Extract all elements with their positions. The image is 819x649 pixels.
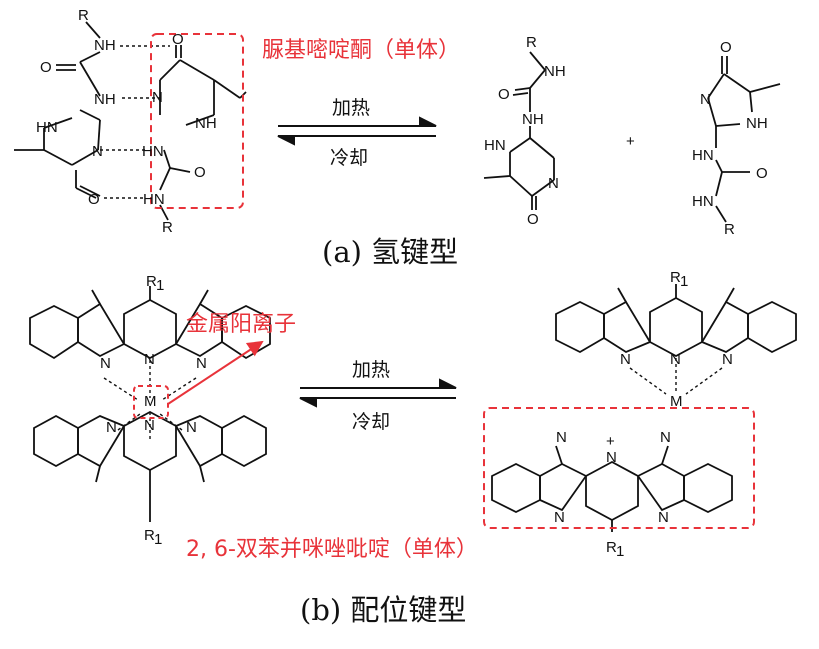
atom-n-rbim-r: N xyxy=(722,351,733,368)
atom-n-mono-l2: N xyxy=(554,509,565,526)
monomer-label-b: 2, 6-双苯并咪唑吡啶（单体） xyxy=(186,537,478,562)
coordination-bonds-right xyxy=(629,358,723,395)
atom-a1-r: R xyxy=(526,34,537,51)
atom-a2-hn2: HN xyxy=(692,193,714,210)
atom-n-mono-pyr: N xyxy=(606,449,617,466)
atom-hn-1: HN xyxy=(36,119,58,136)
atom-n-rbim-l: N xyxy=(620,351,631,368)
atom-n-mono-l: N xyxy=(556,429,567,446)
atom-nh-1: NH xyxy=(94,37,116,54)
arrow-cool-label-a: 冷却 xyxy=(330,147,368,169)
caption-a: (a) 氢键型 xyxy=(322,235,458,269)
equilibrium-arrows-b xyxy=(299,378,457,408)
panel-b-right-complex xyxy=(491,284,797,532)
metal-box xyxy=(133,385,169,419)
atom-n-2: N xyxy=(152,89,163,106)
dimer-left-structure xyxy=(14,21,247,221)
atom-a2-nh: NH xyxy=(746,115,768,132)
atom-n-bim-br: N xyxy=(186,419,197,436)
monomer-a-1 xyxy=(483,51,555,210)
arrow-heat-label-b: 加热 xyxy=(352,359,390,381)
monomer-box-a xyxy=(150,33,244,209)
atom-nh-2: NH xyxy=(94,91,116,108)
atom-a2-r: R xyxy=(724,221,735,238)
arrow-cool-label-b: 冷却 xyxy=(352,411,390,433)
atom-a1-hn: HN xyxy=(484,137,506,154)
atom-r1-mono: R xyxy=(606,539,617,556)
atom-metal-left: M xyxy=(144,393,157,410)
atom-r-bottom: R xyxy=(162,219,173,236)
arrow-heat-label-a: 加热 xyxy=(332,97,370,119)
atom-r1-mono-sub: 1 xyxy=(616,543,624,560)
metal-pointer-arrow xyxy=(167,340,264,405)
atom-r1-top-left-sub: 1 xyxy=(156,277,164,294)
atom-hn-3: HN xyxy=(143,191,165,208)
atom-n-mono-r2: N xyxy=(658,509,669,526)
atom-hn-2: HN xyxy=(142,143,164,160)
atom-r1-top-right-sub: 1 xyxy=(680,273,688,290)
atom-r1-bottom-left: R xyxy=(144,527,155,544)
monomer-a-2 xyxy=(707,56,781,223)
atom-n-mono-r: N xyxy=(660,429,671,446)
atom-a1-nh2: NH xyxy=(522,111,544,128)
atom-n-bim-bl: N xyxy=(106,419,117,436)
atom-n-1: N xyxy=(92,143,103,160)
atom-o-1: O xyxy=(40,59,52,76)
atom-a2-hn: HN xyxy=(692,147,714,164)
atom-r-top: R xyxy=(78,7,89,24)
atom-r1-top-left: R xyxy=(146,273,157,290)
monomer-label-a: 脲基嘧啶酮（单体） xyxy=(262,38,460,63)
atom-a2-o2: O xyxy=(756,165,768,182)
atom-nh-3: NH xyxy=(195,115,217,132)
atom-a1-nh: NH xyxy=(544,63,566,80)
atom-r1-top-right: R xyxy=(670,269,681,286)
atom-a1-o2: O xyxy=(527,211,539,228)
atom-n-bim-tl: N xyxy=(100,355,111,372)
plus-a: + xyxy=(626,133,635,150)
atom-o-4: O xyxy=(194,164,206,181)
atom-n-rpyr: N xyxy=(670,351,681,368)
metal-cation-label: 金属阳离子 xyxy=(186,312,296,337)
atom-a2-o: O xyxy=(720,39,732,56)
plus-b: + xyxy=(606,433,615,450)
atom-r1-bottom-left-sub: 1 xyxy=(154,531,162,548)
atom-a1-o: O xyxy=(498,86,510,103)
panel-a xyxy=(14,21,247,221)
atom-metal-right: M xyxy=(670,393,683,410)
atom-a1-n: N xyxy=(548,175,559,192)
atom-a2-n: N xyxy=(700,91,711,108)
atom-o-3: O xyxy=(172,31,184,48)
coordination-bonds-left xyxy=(103,360,197,440)
atom-n-bim-tr: N xyxy=(196,355,207,372)
atom-o-2: O xyxy=(88,191,100,208)
panel-b-left-complex xyxy=(29,286,271,522)
equilibrium-arrows-a xyxy=(277,116,437,146)
atom-n-pyr-top: N xyxy=(144,351,155,368)
caption-b: (b) 配位键型 xyxy=(300,593,466,627)
hydrogen-bonds xyxy=(100,45,170,199)
atom-n-pyr-bottom: N xyxy=(144,417,155,434)
